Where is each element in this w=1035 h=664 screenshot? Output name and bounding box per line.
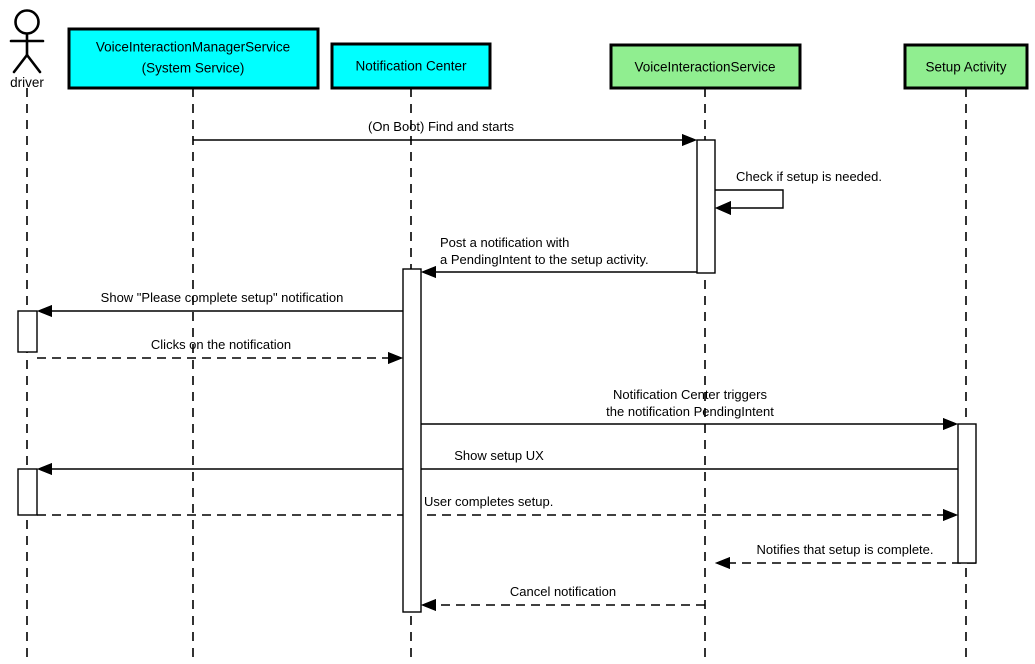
participant-box-setup-activity (903, 43, 1029, 90)
arrowhead-filled-left (421, 266, 436, 278)
participant-voiceinteractionservice[interactable]: VoiceInteractionService (609, 43, 802, 90)
participant-driver[interactable]: driver (9, 9, 44, 91)
arrowhead-filled-right (388, 352, 403, 364)
actor-leg-right-icon (25, 53, 42, 74)
participant-label-setup-activity: Setup Activity (925, 60, 1006, 75)
actor-leg-left-icon (12, 53, 29, 74)
participant-label-driver: driver (10, 75, 44, 90)
activation-bar-driver-1 (17, 310, 38, 353)
message-user-completes-setup[interactable]: User completes setup. (37, 494, 958, 521)
arrowhead-filled-right (943, 509, 958, 521)
participant-box-vims (67, 27, 320, 90)
activations-layer (17, 139, 977, 613)
message-show-setup-ux[interactable]: Show setup UX (37, 448, 958, 475)
message-check-if-setup-is-needed[interactable]: Check if setup is needed. (715, 169, 882, 215)
message-label: Show setup UX (454, 448, 544, 463)
participant-notification-center[interactable]: Notification Center (330, 42, 492, 90)
arrowhead-filled-right (943, 418, 958, 430)
message-label-line1: Notification Center triggers (613, 387, 767, 402)
arrowhead-filled-left (37, 463, 52, 475)
arrowhead-filled-left (421, 599, 436, 611)
message-label: Cancel notification (510, 584, 616, 599)
message-show-please-complete-setup-notification[interactable]: Show "Please complete setup" notificatio… (37, 290, 403, 317)
arrowheads-overlay (37, 134, 958, 611)
message-label-line2: the notification PendingIntent (606, 404, 774, 419)
participant-box-voiceinteractionservice (609, 43, 802, 90)
message-cancel-notification[interactable]: Cancel notification (421, 584, 705, 611)
participant-label-vims-line1: VoiceInteractionManagerService (96, 40, 290, 55)
participant-voiceinteractionmanagerservice[interactable]: VoiceInteractionManagerService (System S… (67, 27, 320, 90)
participant-label-voiceinteractionservice: VoiceInteractionService (634, 60, 775, 75)
message-label: Notifies that setup is complete. (756, 542, 933, 557)
message-notifies-that-setup-is-complete[interactable]: Notifies that setup is complete. (715, 542, 976, 569)
message-label: Clicks on the notification (151, 337, 291, 352)
participant-box-notification-center (330, 42, 492, 90)
arrowhead-filled-left (715, 201, 731, 215)
activation-bar-driver-2 (17, 468, 38, 516)
message-notification-center-triggers-pendingintent[interactable]: Notification Center triggers the notific… (421, 387, 958, 430)
participant-setup-activity[interactable]: Setup Activity (903, 43, 1029, 90)
activation-bar-voiceinteractionservice (696, 139, 716, 274)
message-label-line2: a PendingIntent to the setup activity. (440, 252, 649, 267)
activation-bar-setup-activity (957, 423, 977, 564)
arrowhead-filled-left (715, 557, 730, 569)
message-label: Show "Please complete setup" notificatio… (101, 290, 344, 305)
arrowhead-filled-right (682, 134, 697, 146)
message-clicks-on-the-notification[interactable]: Clicks on the notification (37, 337, 403, 364)
arrowhead-filled-left (37, 305, 52, 317)
message-post-notification-with-pendingintent[interactable]: Post a notification with a PendingIntent… (421, 235, 715, 278)
actor-head-icon (14, 9, 40, 35)
participant-label-notification-center: Notification Center (355, 59, 467, 74)
activation-bar-notification-center (402, 268, 422, 613)
message-label: User completes setup. (424, 494, 553, 509)
message-label-line1: Post a notification with (440, 235, 569, 250)
message-self-path (715, 189, 784, 209)
message-label: Check if setup is needed. (736, 169, 882, 184)
message-on-boot-find-and-starts[interactable]: (On Boot) Find and starts (193, 119, 697, 146)
participant-label-vims-line2: (System Service) (142, 61, 245, 76)
message-label: (On Boot) Find and starts (368, 119, 514, 134)
